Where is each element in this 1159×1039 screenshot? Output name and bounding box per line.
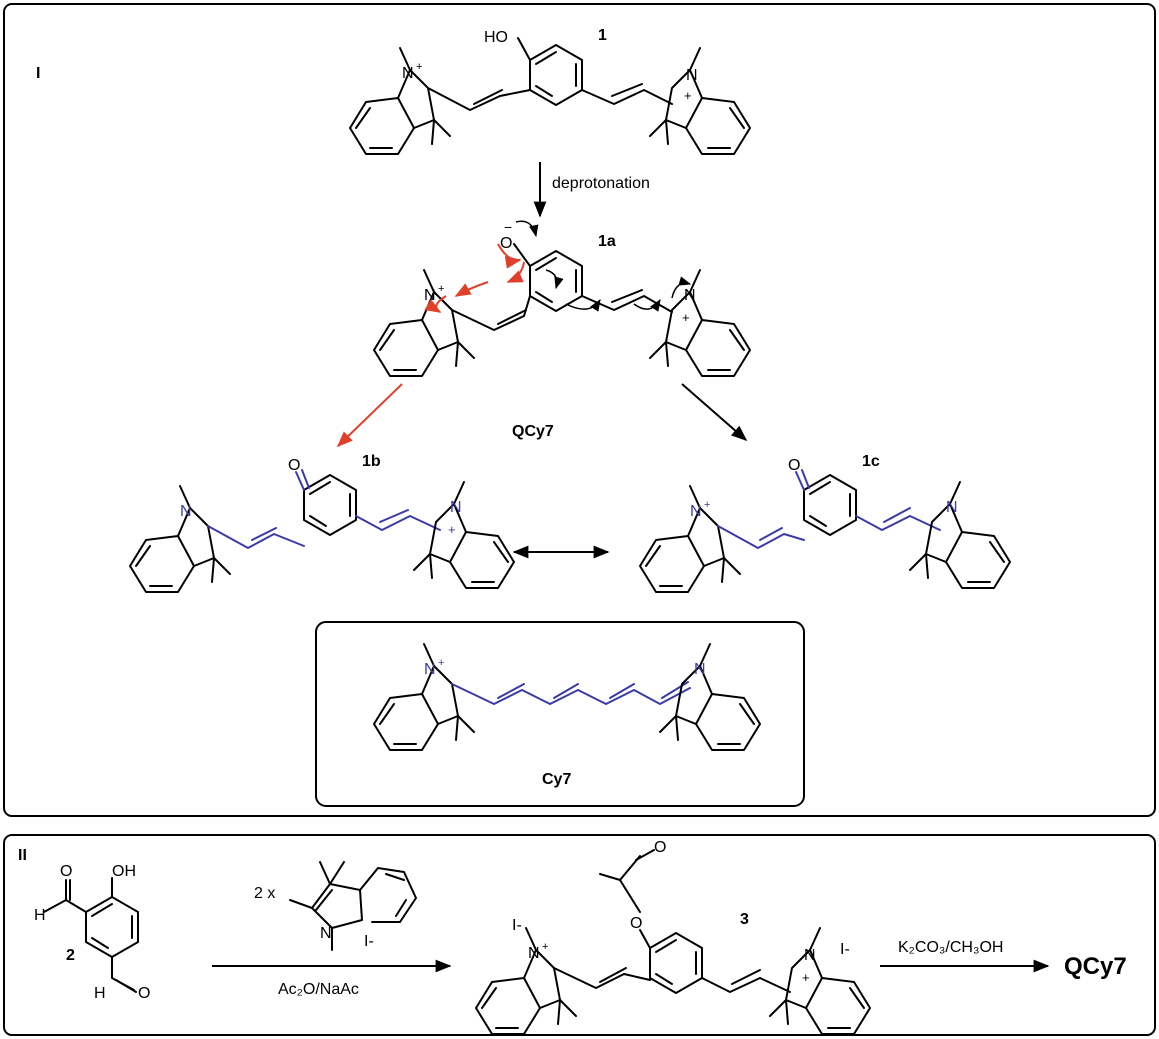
n-label-cy7-left: N	[424, 661, 436, 678]
o-label-3-carbonyl: O	[654, 839, 666, 856]
compound-1c-label: 1c	[862, 453, 880, 470]
compound-1a: O − N + N + 1a	[373, 219, 751, 377]
n-label-cy7-right: N	[694, 661, 706, 678]
compound-1-label: 1	[598, 27, 607, 44]
svg-text:+: +	[438, 283, 444, 295]
svg-text:+: +	[416, 61, 422, 73]
iodide-reagent: I-	[364, 933, 374, 950]
svg-text:+: +	[802, 970, 810, 985]
compound-3	[475, 849, 871, 1035]
arrow-to-1b	[336, 383, 403, 448]
deprotonation-label: deprotonation	[552, 175, 650, 192]
compound-cy7	[373, 643, 761, 751]
svg-text:+: +	[704, 499, 710, 511]
svg-text:+: +	[448, 522, 456, 537]
panel-1-frame	[3, 3, 1156, 817]
n-label-1b-right: N	[450, 499, 462, 516]
n-label-1c-right: N	[946, 499, 958, 516]
compound-1c	[639, 469, 1011, 593]
n-label-right-1a: N	[684, 287, 696, 304]
compound-1a-label: 1a	[598, 233, 616, 250]
n-label-1c-left: N	[690, 503, 702, 520]
o-label-1c: O	[788, 457, 800, 474]
svg-text:+: +	[684, 88, 692, 103]
compound-3-label: 3	[740, 911, 749, 928]
cy7-label: Cy7	[542, 771, 571, 788]
o-label-3-ester: O	[630, 915, 642, 932]
compound-1: HO N + N + 1	[349, 27, 751, 155]
h-label-2-bottom: H	[94, 985, 106, 1002]
h-label-2-top: H	[34, 907, 46, 924]
compound-2-label: 2	[66, 947, 75, 964]
compound-1b	[129, 469, 515, 593]
ac2o-naac-label: Ac₂O/NaAc	[278, 981, 359, 998]
n-label-3-left: N	[528, 945, 540, 962]
svg-text:+: +	[542, 941, 548, 953]
cy7-box	[315, 621, 805, 807]
panel-2-frame	[3, 834, 1156, 1036]
compound-1b-label: 1b	[362, 453, 381, 470]
o-label-1b: O	[288, 457, 300, 474]
svg-text:+: +	[682, 310, 690, 325]
k2co3-label: K₂CO₃/CH₃OH	[898, 939, 1003, 956]
qcy7-product-label: QCy7	[1064, 953, 1127, 980]
svg-text:+: +	[438, 657, 444, 669]
panel-1-label: I	[36, 65, 40, 82]
o-minus-label: O	[500, 235, 512, 252]
arrow-to-1c	[681, 383, 748, 442]
ho-label: HO	[484, 29, 508, 46]
n-label-reagent: N	[320, 925, 332, 942]
n-label-3-right: N	[804, 947, 816, 964]
o-label-2-bottom: O	[138, 985, 150, 1002]
iodide-3-left: I-	[512, 917, 522, 934]
compound-2	[43, 877, 139, 993]
iodide-3-right: I-	[840, 941, 850, 958]
n-plus-label-1a: N	[424, 287, 436, 304]
reagent-indolium	[289, 861, 417, 951]
qcy7-center-label: QCy7	[512, 423, 554, 440]
oh-label-2: OH	[112, 863, 136, 880]
o-label-2-top: O	[60, 863, 72, 880]
n-label-1b-left: N	[180, 503, 192, 520]
n-plus-label: N	[402, 65, 414, 82]
panel-2-label: II	[18, 847, 27, 864]
svg-text:−: −	[504, 219, 512, 235]
n-label-right: N	[686, 67, 698, 84]
two-x-label: 2 x	[254, 885, 275, 902]
